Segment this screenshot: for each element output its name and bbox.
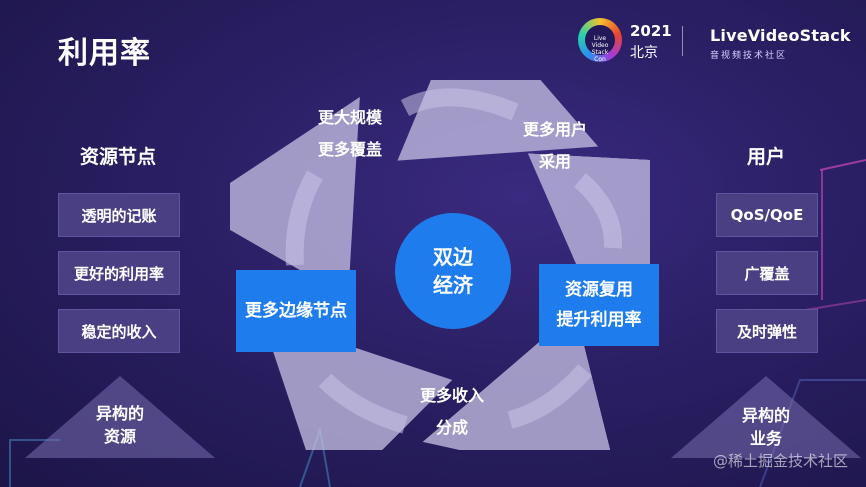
left-item-label: 稳定的收入 [81,322,157,341]
right-column-heading: 用户 [746,146,785,168]
center-line1: 双边 [433,245,473,269]
left-item-box: 透明的记账 [58,193,180,237]
top-left-line2: 更多覆盖 [317,140,382,159]
event-year: 2021 [630,22,672,40]
center-circle: 双边 经济 [395,213,511,329]
event-city: 北京 [630,45,658,61]
arrow-bottom-right [422,310,620,450]
page-title: 利用率 [58,36,151,71]
right-item-label: 广覆盖 [744,264,790,283]
center-line2: 经济 [433,273,473,297]
arrow-right [527,153,650,338]
right-item-box: QoS/QoE [716,193,818,237]
right-item-box: 广覆盖 [716,251,818,295]
right-pyramid-text: 异构的 业务 [716,404,816,450]
arrow-left [230,96,360,298]
cycle-label-top-left: 更大规模 更多覆盖 [300,102,400,166]
right-item-label: 及时弹性 [736,322,797,341]
right-box-line2: 提升利用率 [556,310,642,330]
top-right-line2: 采用 [538,152,571,171]
arrow-bottom-left [261,316,453,450]
left-item-box: 稳定的收入 [58,309,180,353]
event-logo-text: Live Video Stack Con [591,35,609,63]
right-blue-box: 资源复用 提升利用率 [539,264,659,346]
top-left-line1: 更大规模 [317,108,382,127]
right-box-line1: 资源复用 [565,280,633,300]
header-logos: Live Video Stack Con 2021 北京 LiveVideoSt… [578,16,858,66]
left-pyramid-line2: 资源 [103,427,136,446]
left-item-box: 更好的利用率 [58,251,180,295]
right-pyramid-line2: 业务 [749,429,782,448]
left-item-label: 透明的记账 [81,206,157,225]
left-blue-box-label: 更多边缘节点 [245,301,347,321]
left-item-label: 更好的利用率 [73,264,164,283]
cycle-label-bottom: 更多收入 分成 [402,380,502,444]
cycle-arrows [230,80,650,450]
bottom-line2: 分成 [435,418,468,437]
left-pyramid-text: 异构的 资源 [70,402,170,448]
right-item-box: 及时弹性 [716,309,818,353]
right-item-label: QoS/QoE [730,206,804,224]
top-right-line1: 更多用户 [522,120,587,139]
right-pyramid-line1: 异构的 [741,406,790,425]
left-column-heading: 资源节点 [79,146,156,168]
left-blue-box: 更多边缘节点 [236,270,356,352]
event-logo-icon: Live Video Stack Con [578,18,622,63]
brand-subtitle: 音视频技术社区 [710,51,788,61]
cycle-label-top-right: 更多用户 采用 [505,114,605,178]
right-pyramid [671,376,861,458]
left-pyramid [25,376,215,458]
bottom-line1: 更多收入 [419,386,484,405]
header-divider [682,26,683,56]
brand-name: LiveVideoStack [710,26,851,45]
arrow-top [397,80,599,161]
left-pyramid-line1: 异构的 [95,404,144,423]
watermark: @稀土掘金技术社区 [712,452,848,470]
